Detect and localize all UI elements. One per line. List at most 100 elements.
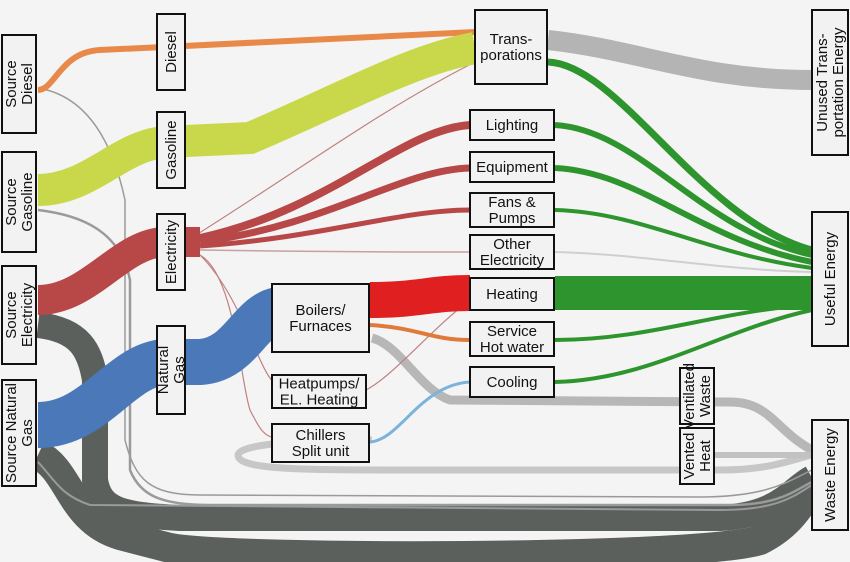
node-label: Source NaturalGas <box>3 383 36 483</box>
node-fans-pumps: Fans &Pumps <box>469 192 555 228</box>
node-label-line: Gas <box>19 419 36 447</box>
node-label: SourceElectricity <box>3 282 36 347</box>
node-label-line: Fans & <box>488 194 536 211</box>
node-box <box>469 234 555 270</box>
flow-hot-water-to-useful <box>554 303 813 342</box>
flow-electricity-to-transport <box>184 61 476 243</box>
node-natural-gas: NaturalGas <box>155 325 188 415</box>
node-source-diesel: SourceDiesel <box>1 34 37 134</box>
node-label: Lighting <box>486 117 539 134</box>
node-box <box>156 325 186 415</box>
node-cooling: Cooling <box>469 366 555 398</box>
flow-elec-to-fans <box>199 207 471 249</box>
node-label: Cooling <box>487 374 538 391</box>
node-useful-energy: Useful Energy <box>811 211 849 347</box>
node-box <box>156 213 186 291</box>
node-label-line: Pumps <box>489 210 536 227</box>
node-label: Boilers/Furnaces <box>289 302 352 335</box>
flow-elec-to-lighting <box>199 121 471 242</box>
flow-other-to-useful <box>554 251 813 273</box>
flow-natgas-thin-to-waste <box>37 461 813 512</box>
node-label-line: Heating <box>486 286 538 303</box>
flow-fans-to-useful <box>554 208 813 270</box>
node-label-line: Heat <box>697 439 714 472</box>
node-label-line: Gasoline <box>19 172 36 231</box>
node-label-line: Unused Trans- <box>814 33 831 131</box>
node-box <box>1 34 37 134</box>
node-label: Useful Energy <box>822 231 839 326</box>
flow-diesel <box>37 29 476 93</box>
node-label-line: Split unit <box>292 443 350 460</box>
node-label-line: portation Energy <box>830 27 847 138</box>
node-label-line: Heatpumps/ <box>279 376 361 393</box>
node-label-line: Electricity <box>163 219 180 284</box>
node-box <box>271 423 370 463</box>
node-label-line: Chillers <box>295 427 345 444</box>
node-ventilated-waste: VentilatedWaste <box>679 363 715 429</box>
node-label: NaturalGas <box>155 346 188 394</box>
node-label-line: Source Natural <box>3 383 20 483</box>
node-label-line: Furnaces <box>289 318 352 335</box>
node-source-natural-gas: Source NaturalGas <box>1 379 37 487</box>
flow-cooling-to-useful <box>554 308 813 384</box>
node-label: Trans-porations <box>480 31 542 64</box>
node-label: Diesel <box>163 31 180 73</box>
node-gasoline: Gasoline <box>156 111 186 189</box>
node-label: Heating <box>486 286 538 303</box>
node-transportations: Trans-porations <box>474 9 548 85</box>
node-box <box>811 419 849 531</box>
node-label-line: EL. Heating <box>280 392 358 409</box>
node-box <box>156 13 186 91</box>
node-label: Waste Energy <box>822 428 839 522</box>
node-label-line: Waste Energy <box>822 428 839 522</box>
node-label-line: porations <box>480 47 542 64</box>
flow-unused-transport <box>546 30 813 90</box>
node-box <box>811 211 849 347</box>
node-lighting: Lighting <box>469 109 555 141</box>
flow-boilers-to-heating <box>369 275 471 318</box>
node-label-line: Hot water <box>480 339 544 356</box>
node-box <box>474 9 548 85</box>
node-label: Electricity <box>163 219 180 284</box>
node-diesel: Diesel <box>156 13 186 91</box>
node-layer: SourceDieselSourceGasolineSourceElectric… <box>1 9 849 531</box>
node-label: VentilatedWaste <box>681 363 714 429</box>
flow-gasoline-thin-to-waste <box>37 208 813 507</box>
node-heatpumps: Heatpumps/EL. Heating <box>271 374 367 409</box>
node-box <box>1 151 37 253</box>
node-label-line: Gasoline <box>163 120 180 179</box>
node-box <box>469 321 555 357</box>
node-label: Equipment <box>476 159 549 176</box>
node-box <box>679 427 715 485</box>
node-box <box>469 151 555 183</box>
flow-source-nat-gas-to-waste <box>30 441 825 562</box>
node-label: SourceGasoline <box>3 172 36 231</box>
flow-electricity-to-other <box>199 249 471 253</box>
node-label-line: Service <box>487 323 537 340</box>
node-label-line: Electricity <box>480 252 545 269</box>
node-label-line: Lighting <box>486 117 539 134</box>
node-electricity: Electricity <box>156 213 186 291</box>
flow-boilers-to-hot-water <box>369 323 471 342</box>
node-box <box>679 367 715 425</box>
node-box <box>469 192 555 228</box>
node-label-line: Trans- <box>490 31 533 48</box>
node-label: Unused Trans-portation Energy <box>814 27 847 138</box>
node-unused-transportation-energy: Unused Trans-portation Energy <box>811 9 849 156</box>
node-label-line: Source <box>3 178 20 226</box>
node-label: SourceDiesel <box>3 60 36 108</box>
node-waste-energy: Waste Energy <box>811 419 849 531</box>
node-box <box>1 379 37 487</box>
node-label-line: Boilers/ <box>295 302 346 319</box>
node-label-line: Vented <box>681 433 698 480</box>
node-box <box>469 109 555 141</box>
flow-lighting-to-useful <box>554 122 813 258</box>
flow-chillers-to-cooling <box>369 380 471 444</box>
node-box <box>469 277 555 311</box>
node-label-line: Source <box>3 291 20 339</box>
node-label: Heatpumps/EL. Heating <box>279 376 361 409</box>
